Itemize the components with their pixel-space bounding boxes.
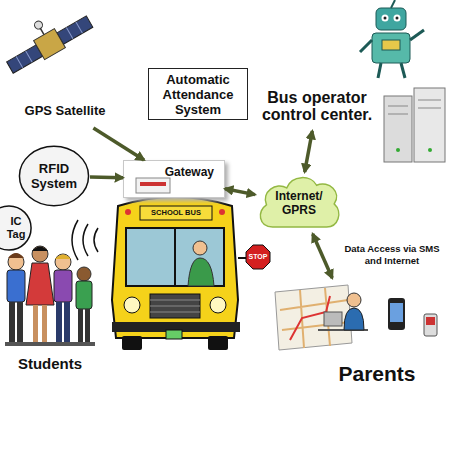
node-text: Automatic Attendance System <box>149 72 247 117</box>
cloud-shape <box>260 178 338 227</box>
rfid-ellipse: RFID System <box>18 145 90 207</box>
parents-scene <box>275 285 437 350</box>
connector-arrow <box>313 234 333 278</box>
connector-arrow <box>90 175 123 179</box>
stop-sign-text: STOP <box>246 252 270 261</box>
ic-tag-circle: IC Tag <box>0 205 32 251</box>
connector-arrow <box>93 128 144 160</box>
students-label: Students <box>4 354 96 374</box>
node-text: IC Tag <box>0 215 32 241</box>
node-text: RFID System <box>18 161 90 191</box>
node-text: GPS Satellite <box>25 103 106 118</box>
connector-arrow <box>225 189 255 195</box>
robot <box>360 0 424 78</box>
gps-label: GPS Satellite <box>22 92 108 128</box>
control-center-label: Bus operator control center. <box>258 80 376 131</box>
node-text: Bus operator control center. <box>258 89 376 123</box>
ellipse-shape <box>0 206 31 250</box>
servers <box>384 88 445 162</box>
gateway-box: Gateway <box>123 160 225 198</box>
node-text: Internet/ GPRS <box>269 189 329 217</box>
node-text: Parents <box>338 362 415 386</box>
parents-area: Parents <box>268 278 446 390</box>
title-box: Automatic Attendance System <box>148 68 248 120</box>
node-text: Gateway <box>165 165 214 179</box>
internet-cloud: Internet/ GPRS <box>255 172 343 234</box>
bus-sign: SCHOOL BUS <box>140 208 212 218</box>
rf-waves <box>72 220 98 260</box>
school-bus <box>112 197 270 350</box>
edge-label: Data Access via SMS and Internet <box>336 243 448 267</box>
connector-arrow <box>305 131 313 172</box>
students <box>5 246 95 346</box>
satellite <box>0 0 95 77</box>
